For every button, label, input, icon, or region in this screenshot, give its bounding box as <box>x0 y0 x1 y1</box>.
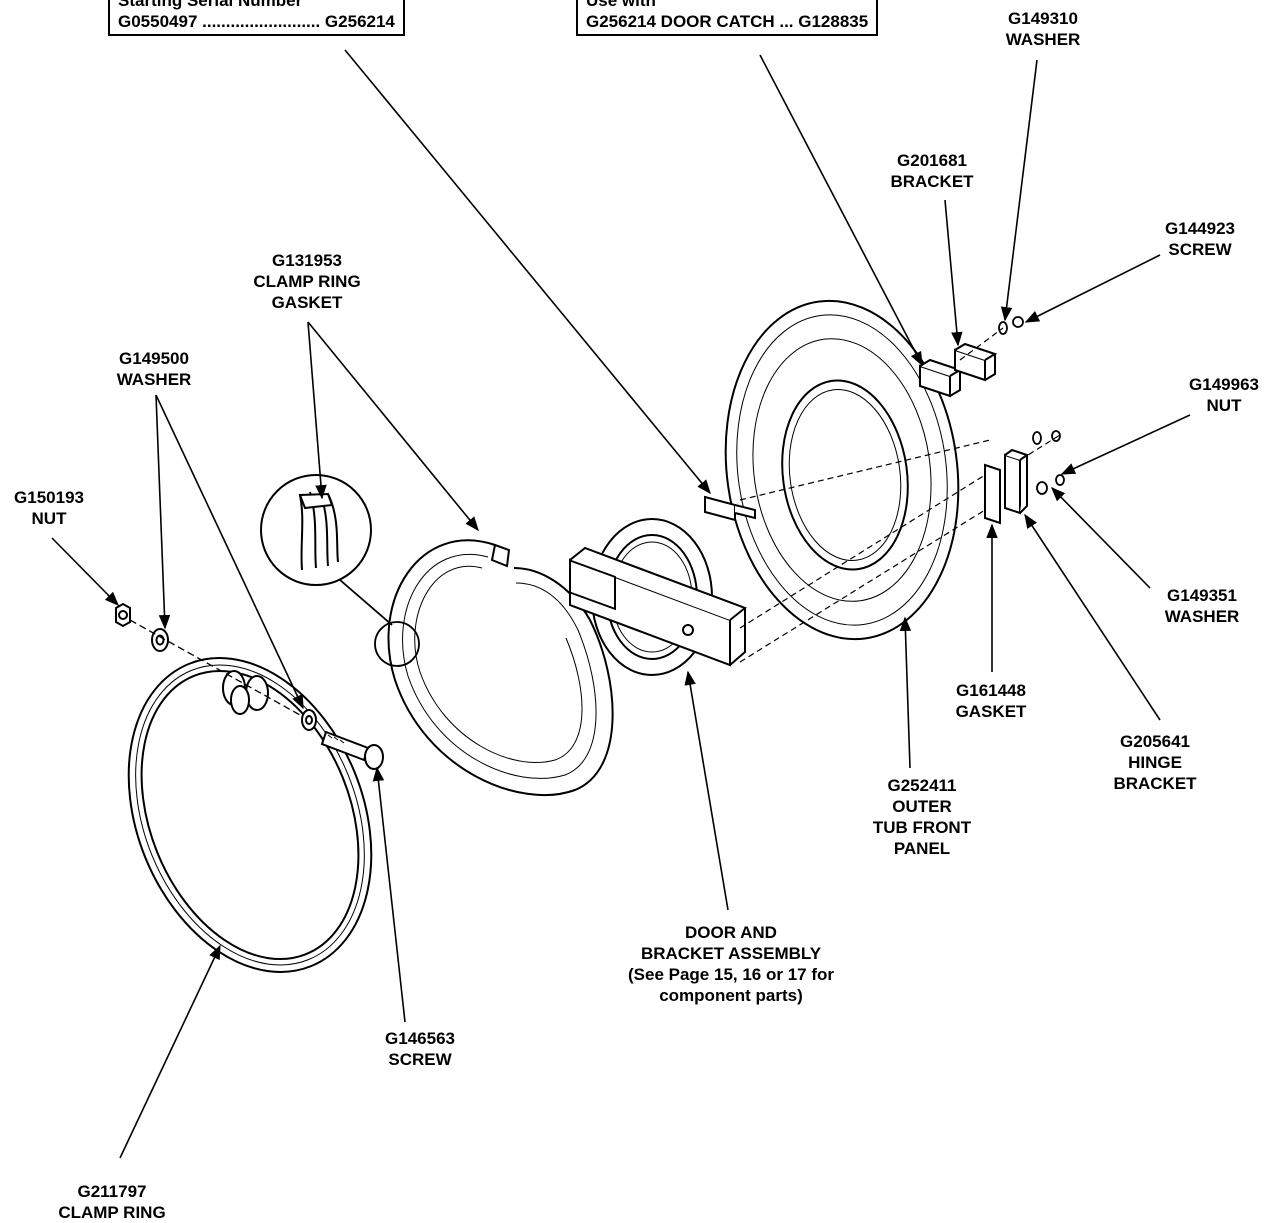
nut-washer-right <box>1032 430 1065 495</box>
clamp-ring-part <box>127 657 373 973</box>
door-assembly-part <box>569 518 747 676</box>
screw-washer-top <box>998 316 1024 335</box>
outer-tub-front-panel-part <box>724 299 960 641</box>
catch-box-line1: Use with <box>586 0 656 10</box>
washer-part-right <box>301 709 317 731</box>
leader-lines <box>51 49 1191 1159</box>
serial-number-box: Starting Serial Number G0550497 ........… <box>108 0 405 36</box>
assembly-lines <box>739 327 1061 663</box>
door-catch-box: Use with G256214 DOOR CATCH ... G128835 <box>576 0 879 36</box>
screw-part <box>320 730 384 770</box>
clamp-ring-gasket-part <box>387 539 614 797</box>
serial-box-line1: Starting Serial Number <box>118 0 303 10</box>
washer-part-left <box>151 628 169 652</box>
bracket-part <box>919 342 998 398</box>
nut-part <box>115 602 131 628</box>
serial-box-line2: G0550497 ......................... G2562… <box>118 12 395 31</box>
hinge-bracket-part <box>984 448 1030 525</box>
catch-box-line2: G256214 DOOR CATCH ... G128835 <box>586 12 869 31</box>
door-catch-part <box>704 495 756 522</box>
detail-magnifier <box>260 474 372 586</box>
